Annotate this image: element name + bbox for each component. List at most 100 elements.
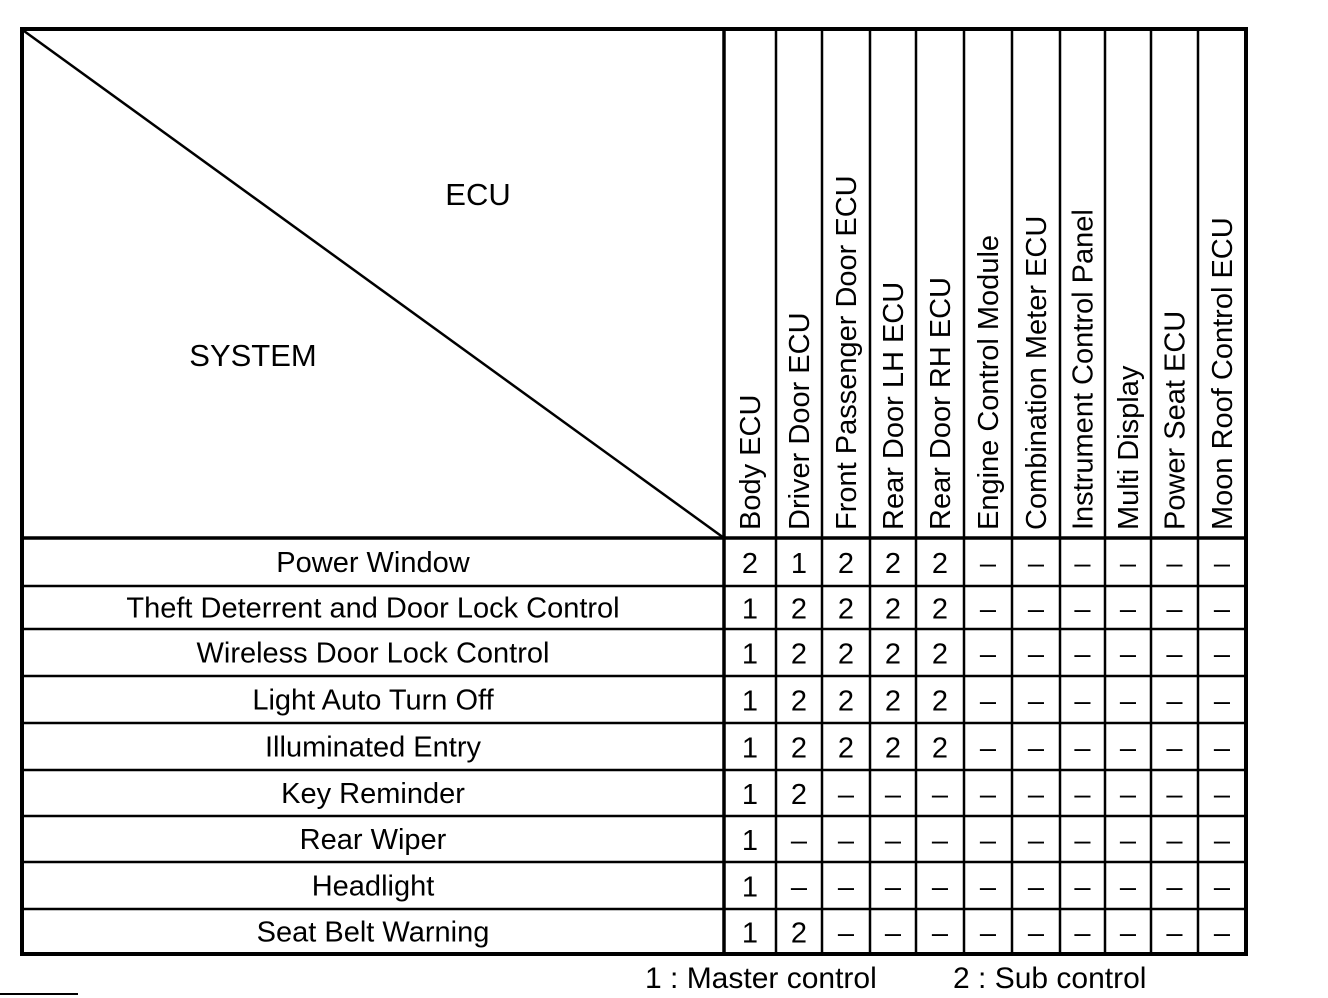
matrix-cell: – bbox=[980, 594, 997, 626]
matrix-cell: 2 bbox=[932, 594, 948, 626]
matrix-cell: 1 bbox=[742, 594, 758, 626]
matrix-cell: – bbox=[1166, 594, 1183, 626]
matrix-cell: – bbox=[885, 779, 902, 811]
matrix-cell: 2 bbox=[791, 779, 807, 811]
matrix-cell: – bbox=[980, 825, 997, 857]
matrix-cell: – bbox=[980, 918, 997, 950]
matrix-cell: – bbox=[1120, 733, 1137, 765]
matrix-cell: – bbox=[1074, 686, 1091, 718]
system-row-label: Theft Deterrent and Door Lock Control bbox=[126, 593, 619, 625]
matrix-cell: – bbox=[980, 872, 997, 904]
matrix-cell: – bbox=[1074, 733, 1091, 765]
matrix-cell: 1 bbox=[742, 779, 758, 811]
matrix-cell: – bbox=[980, 639, 997, 671]
matrix-cell: – bbox=[1074, 779, 1091, 811]
system-row-label: Seat Belt Warning bbox=[257, 917, 490, 949]
matrix-cell: – bbox=[1166, 872, 1183, 904]
matrix-cell: – bbox=[885, 825, 902, 857]
matrix-cell: – bbox=[1120, 825, 1137, 857]
matrix-cell: 2 bbox=[791, 733, 807, 765]
matrix-cell: 2 bbox=[932, 548, 948, 580]
ecu-column-header: Engine Control Module bbox=[973, 235, 1005, 530]
legend-sub-control: 2 : Sub control bbox=[953, 962, 1147, 995]
table-border bbox=[20, 27, 1248, 956]
matrix-cell: – bbox=[1120, 872, 1137, 904]
ecu-column-header: Driver Door ECU bbox=[784, 312, 816, 530]
matrix-cell: 2 bbox=[885, 548, 901, 580]
matrix-cell: – bbox=[885, 872, 902, 904]
matrix-cell: – bbox=[1166, 639, 1183, 671]
matrix-cell: 2 bbox=[791, 594, 807, 626]
matrix-cell: – bbox=[1166, 779, 1183, 811]
matrix-cell: 2 bbox=[885, 594, 901, 626]
matrix-cell: – bbox=[1166, 733, 1183, 765]
matrix-cell: – bbox=[1166, 548, 1183, 580]
matrix-cell: – bbox=[1074, 918, 1091, 950]
matrix-cell: – bbox=[1120, 639, 1137, 671]
matrix-cell: – bbox=[838, 779, 855, 811]
matrix-cell: – bbox=[932, 825, 949, 857]
matrix-cell: – bbox=[1166, 686, 1183, 718]
matrix-cell: – bbox=[1028, 825, 1045, 857]
system-row-label: Headlight bbox=[312, 871, 435, 903]
matrix-cell: 2 bbox=[838, 594, 854, 626]
matrix-cell: – bbox=[791, 825, 808, 857]
matrix-cell: – bbox=[1214, 918, 1231, 950]
system-row-label: Rear Wiper bbox=[300, 824, 447, 856]
matrix-cell: – bbox=[980, 779, 997, 811]
ecu-column-header: Body ECU bbox=[735, 395, 767, 530]
matrix-cell: 2 bbox=[838, 639, 854, 671]
ecu-column-header: Rear Door LH ECU bbox=[878, 282, 910, 530]
ecu-column-header: Moon Roof Control ECU bbox=[1207, 217, 1239, 530]
ecu-column-header: Front Passenger Door ECU bbox=[831, 175, 863, 530]
matrix-cell: 1 bbox=[742, 918, 758, 950]
matrix-cell: – bbox=[1074, 594, 1091, 626]
system-row-label: Power Window bbox=[276, 547, 470, 579]
matrix-cell: – bbox=[1028, 779, 1045, 811]
matrix-cell: 2 bbox=[838, 733, 854, 765]
matrix-cell: – bbox=[1074, 872, 1091, 904]
matrix-cell: 2 bbox=[742, 548, 758, 580]
matrix-cell: – bbox=[1074, 548, 1091, 580]
matrix-cell: 1 bbox=[742, 639, 758, 671]
matrix-cell: 2 bbox=[885, 733, 901, 765]
matrix-cell: – bbox=[1214, 872, 1231, 904]
matrix-cell: – bbox=[1120, 548, 1137, 580]
matrix-cell: – bbox=[1028, 918, 1045, 950]
matrix-cell: – bbox=[980, 686, 997, 718]
ecu-column-header: Power Seat ECU bbox=[1160, 311, 1192, 530]
matrix-cell: – bbox=[980, 733, 997, 765]
matrix-cell: 2 bbox=[791, 918, 807, 950]
ecu-column-header: Multi Display bbox=[1113, 365, 1145, 530]
matrix-cell: 2 bbox=[838, 548, 854, 580]
matrix-cell: – bbox=[1120, 594, 1137, 626]
matrix-cell: – bbox=[1214, 686, 1231, 718]
matrix-cell: – bbox=[838, 872, 855, 904]
matrix-cell: 1 bbox=[742, 686, 758, 718]
matrix-cell: – bbox=[1214, 825, 1231, 857]
matrix-cell: – bbox=[791, 872, 808, 904]
ecu-header-label: ECU bbox=[445, 177, 510, 212]
matrix-cell: – bbox=[1074, 825, 1091, 857]
matrix-cell: 2 bbox=[932, 639, 948, 671]
matrix-cell: 2 bbox=[838, 686, 854, 718]
matrix-cell: 2 bbox=[791, 639, 807, 671]
matrix-cell: – bbox=[1120, 918, 1137, 950]
matrix-cell: – bbox=[932, 918, 949, 950]
matrix-cell: – bbox=[1214, 594, 1231, 626]
matrix-cell: – bbox=[1028, 686, 1045, 718]
ecu-column-header: Instrument Control Panel bbox=[1068, 209, 1100, 530]
matrix-cell: – bbox=[1214, 779, 1231, 811]
matrix-cell: – bbox=[1120, 779, 1137, 811]
matrix-cell: – bbox=[1074, 639, 1091, 671]
legend-master-control: 1 : Master control bbox=[645, 962, 877, 995]
matrix-cell: 1 bbox=[742, 825, 758, 857]
matrix-cell: – bbox=[1028, 639, 1045, 671]
matrix-cell: – bbox=[1120, 686, 1137, 718]
matrix-cell: – bbox=[838, 825, 855, 857]
matrix-cell: 2 bbox=[885, 686, 901, 718]
matrix-cell: – bbox=[1214, 548, 1231, 580]
matrix-cell: 2 bbox=[932, 733, 948, 765]
matrix-cell: – bbox=[1166, 918, 1183, 950]
matrix-cell: – bbox=[980, 548, 997, 580]
